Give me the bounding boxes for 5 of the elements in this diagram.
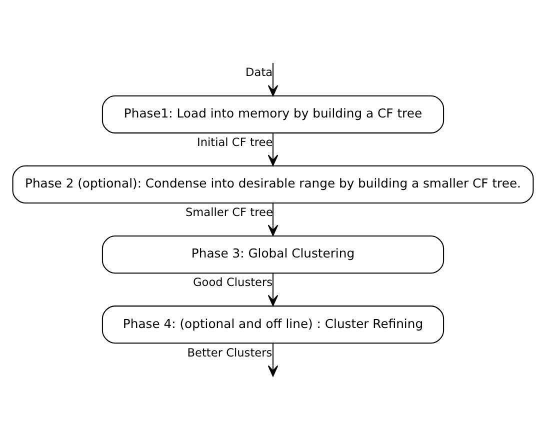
edge-label: Initial CF tree [196,134,273,148]
edge-label: Better Clusters [187,345,272,360]
edge-label: Smaller CF tree [185,204,273,218]
edge-label: Data [246,64,273,79]
edge-label: Good Clusters [193,274,273,288]
